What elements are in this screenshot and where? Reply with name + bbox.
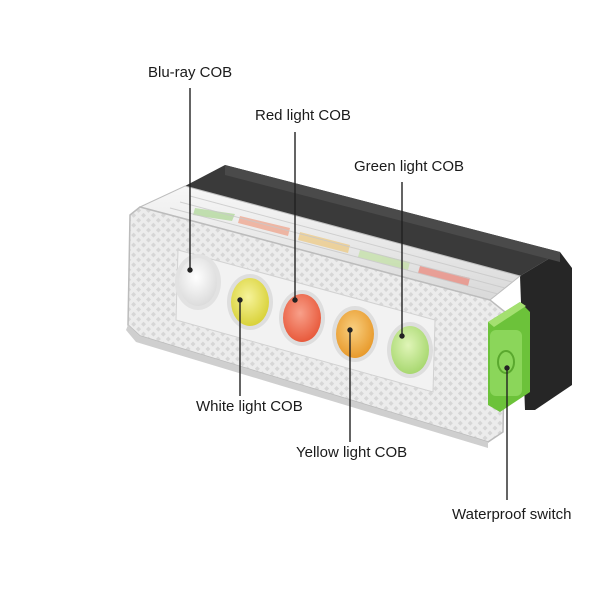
label-red-light-cob: Red light COB — [255, 107, 351, 124]
cob-red — [279, 290, 325, 346]
housing-back-strip — [225, 165, 560, 262]
lens-bottom-edge — [126, 325, 488, 448]
top-reflections — [193, 208, 470, 286]
housing-top — [185, 165, 560, 276]
label-white-light-cob: White light COB — [196, 398, 303, 415]
cob-orange — [332, 306, 378, 362]
leader-lines — [187, 88, 510, 500]
cob-yellow — [227, 274, 273, 330]
cob-green — [387, 322, 433, 378]
waterproof-switch — [488, 302, 530, 412]
label-blu-ray-cob: Blu-ray COB — [148, 64, 233, 81]
cob-white — [175, 254, 221, 310]
label-green-light-cob: Green light COB — [354, 158, 465, 175]
housing-side — [520, 252, 572, 410]
label-waterproof-switch: Waterproof switch — [452, 506, 572, 523]
label-yellow-light-cob: Yellow light COB — [296, 444, 408, 461]
top-ridges — [169, 195, 513, 295]
